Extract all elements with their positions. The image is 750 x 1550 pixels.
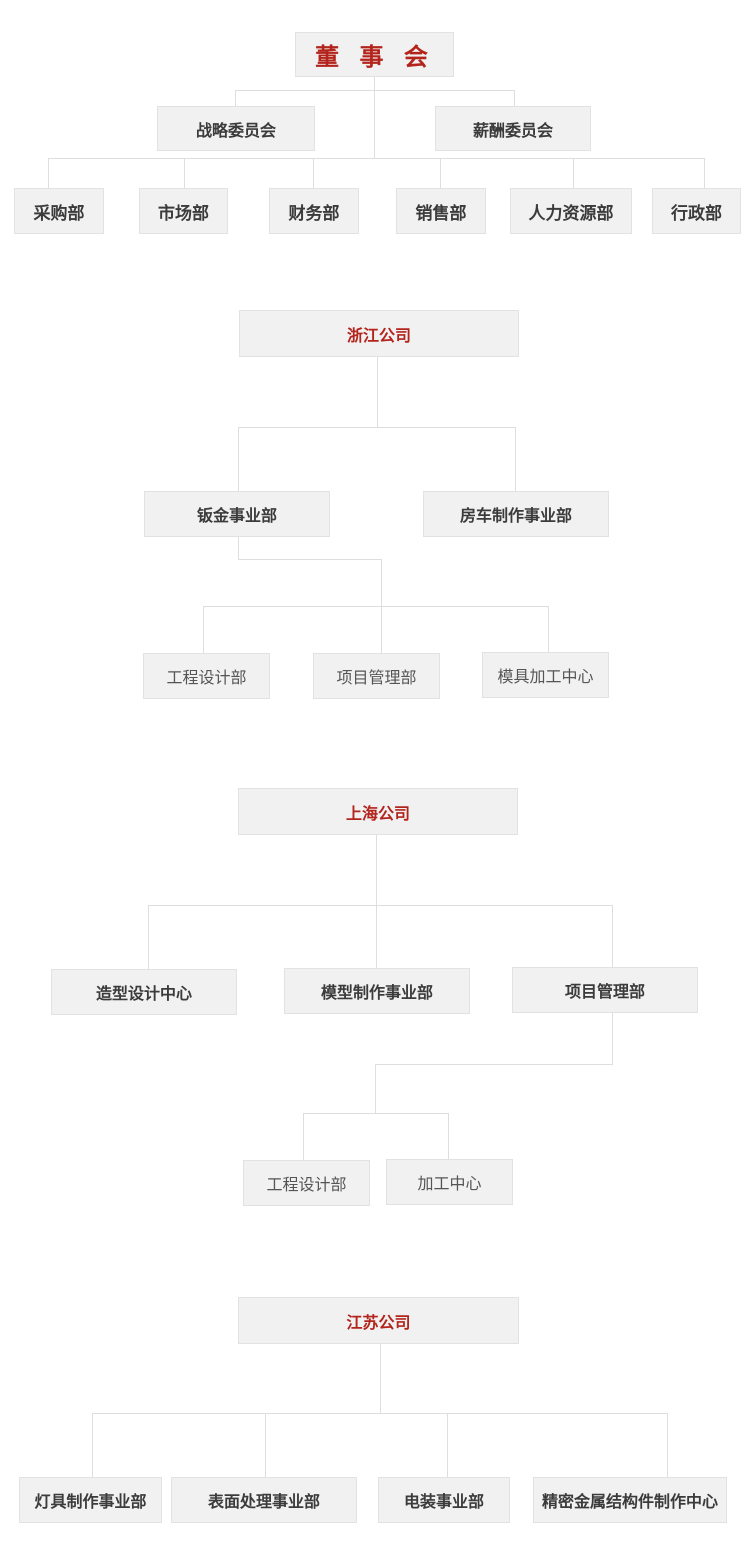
- compensation-committee-node: 薪酬委员会: [435, 106, 591, 151]
- engineering-design-node: 工程设计部: [243, 1160, 370, 1206]
- dept-admin-node: 行政部: [652, 188, 741, 234]
- project-management-division-node: 项目管理部: [512, 967, 698, 1013]
- zhejiang-company-node: 浙江公司: [239, 310, 519, 357]
- project-management-node: 项目管理部: [313, 653, 440, 699]
- machining-center-node: 加工中心: [386, 1159, 513, 1205]
- styling-design-center-node: 造型设计中心: [51, 969, 237, 1015]
- dept-marketing-node: 市场部: [139, 188, 228, 234]
- jiangsu-company-node: 江苏公司: [238, 1297, 519, 1344]
- sheet-metal-division-node: 钣金事业部: [144, 491, 330, 537]
- precision-metal-center-node: 精密金属结构件制作中心: [533, 1477, 727, 1523]
- dept-hr-node: 人力资源部: [510, 188, 632, 234]
- lighting-division-node: 灯具制作事业部: [19, 1477, 162, 1523]
- dept-finance-node: 财务部: [269, 188, 359, 234]
- model-making-division-node: 模型制作事业部: [284, 968, 470, 1014]
- electrical-assembly-division-node: 电装事业部: [378, 1477, 510, 1523]
- mold-machining-center-node: 模具加工中心: [482, 652, 609, 698]
- board-node: 董 事 会: [295, 32, 454, 77]
- surface-treatment-division-node: 表面处理事业部: [171, 1477, 357, 1523]
- dept-procurement-node: 采购部: [14, 188, 104, 234]
- dept-sales-node: 销售部: [396, 188, 486, 234]
- engineering-design-node: 工程设计部: [143, 653, 270, 699]
- rv-division-node: 房车制作事业部: [423, 491, 609, 537]
- shanghai-company-node: 上海公司: [238, 788, 518, 835]
- strategy-committee-node: 战略委员会: [157, 106, 315, 151]
